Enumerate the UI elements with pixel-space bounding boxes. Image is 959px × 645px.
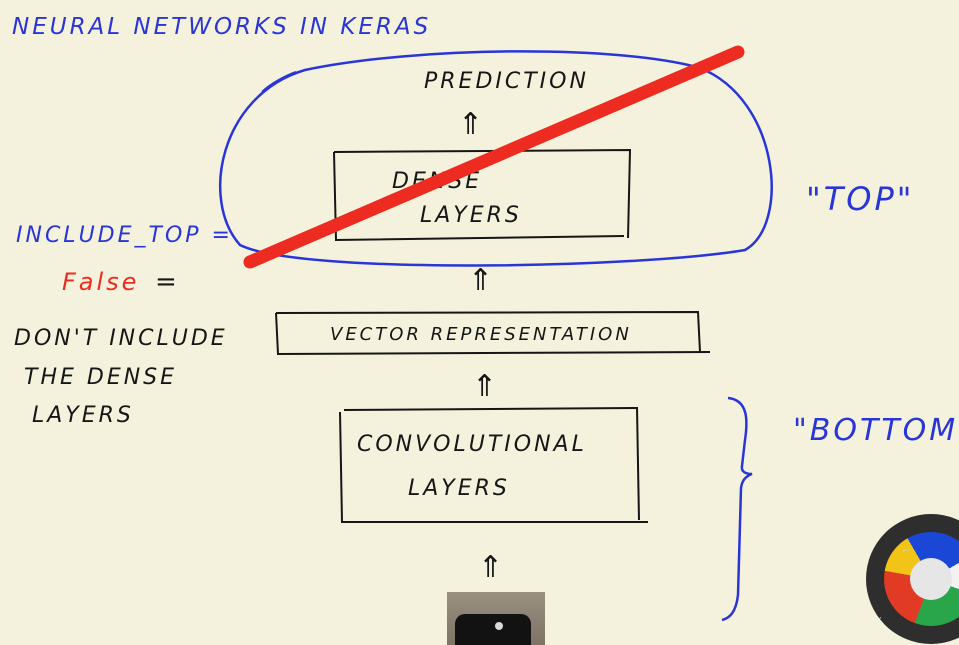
palette-center[interactable] (910, 558, 952, 600)
vector-representation-box: VECTOR REPRESENTATION (275, 310, 711, 356)
convolutional-layers-label-line1: CONVOLUTIONAL (357, 432, 587, 457)
tshirt-image (455, 614, 531, 645)
convolutional-layers-box: CONVOLUTIONAL LAYERS (339, 406, 648, 523)
vector-representation-label: VECTOR REPRESENTATION (330, 324, 632, 345)
shirt-logo (495, 622, 503, 630)
prediction-label: PREDICTION (424, 69, 589, 94)
input-image-thumbnail (447, 592, 545, 645)
note-line-layers: LAYERS (32, 403, 134, 428)
note-false-value: False (62, 268, 139, 296)
bottom-brace (721, 396, 753, 622)
palette-corner-icon: ⌐ (902, 546, 911, 557)
palette-left-chevron-icon[interactable]: ‹ (878, 614, 882, 625)
diagram-title: NEURAL NETWORKS IN KERAS (12, 14, 431, 40)
arrow-to-convolutional: ⇑ (478, 550, 503, 585)
note-false-equals: = (155, 267, 180, 297)
convolutional-layers-label-line2: LAYERS (408, 476, 510, 501)
bottom-label: "BOTTOM" (793, 413, 959, 448)
note-include-top: INCLUDE_TOP = (16, 223, 233, 248)
arrow-to-vector: ⇑ (472, 369, 497, 404)
top-label: "TOP" (806, 180, 914, 218)
red-cross-out-line (243, 45, 745, 269)
note-line-dont-include: DON'T INCLUDE (14, 326, 228, 351)
arrow-to-dense: ⇑ (468, 263, 493, 298)
note-line-the-dense: THE DENSE (24, 365, 177, 390)
color-palette-icon[interactable]: ‹ ⌐ (866, 514, 959, 644)
arrow-to-prediction: ⇑ (458, 107, 483, 142)
top-encircling-oval (218, 50, 773, 267)
dense-layers-label-line2: LAYERS (420, 203, 522, 228)
